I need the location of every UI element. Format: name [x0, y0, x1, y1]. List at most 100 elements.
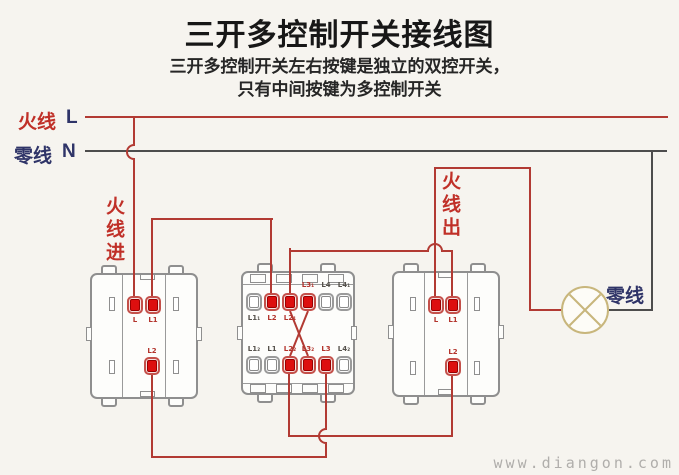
right-switch-body — [392, 271, 500, 397]
module-notch — [140, 391, 155, 397]
screw-slot — [173, 360, 179, 374]
wire-mid-sw3-h1 — [289, 250, 427, 252]
live-bus-wire — [85, 116, 668, 118]
screw-slot — [410, 361, 416, 375]
side-notch — [237, 326, 243, 340]
module-notch — [250, 384, 266, 393]
terminal-label: L3₁ — [301, 281, 315, 289]
left-switch-body — [90, 273, 198, 399]
live-out-label: 火线出 — [439, 171, 460, 240]
wire-sw1L2-v — [151, 370, 153, 458]
wire-sw1L1-mid-h — [151, 218, 273, 220]
side-notch — [196, 327, 202, 341]
terminal-label: L4₁ — [337, 281, 351, 289]
screw-slot — [474, 361, 480, 375]
screw-slot — [109, 297, 115, 311]
terminal-label: L1₂ — [247, 345, 261, 353]
screw-slot — [173, 297, 179, 311]
neutral-wire-label: 零线 — [14, 146, 53, 167]
terminal — [264, 356, 280, 374]
wire-live-drop-upper — [133, 116, 135, 144]
terminal-label: L2₁ — [283, 314, 297, 322]
wire-midT3-v — [289, 248, 291, 305]
neutral-bus-wire — [85, 150, 667, 152]
module-notch — [140, 274, 155, 280]
page-title: 三开多控制开关接线图 — [184, 19, 495, 52]
terminal — [246, 356, 262, 374]
terminal-label: L2 — [267, 314, 277, 322]
terminal-label: L1₁ — [247, 314, 261, 322]
wire-mid-sw3-h2 — [443, 250, 453, 252]
side-notch — [86, 327, 92, 341]
screw-slot — [410, 297, 416, 311]
live-wire-letter: L — [66, 107, 78, 128]
module-edge — [243, 383, 353, 384]
terminal-label: L3₂ — [301, 345, 315, 353]
wire-sw3L2-v — [451, 370, 453, 437]
module-notch — [328, 274, 344, 283]
live-in-label: 火线进 — [103, 196, 124, 265]
lamp-neutral-label: 零线 — [606, 286, 645, 307]
terminal-label: L1 — [148, 316, 158, 324]
terminal-L — [428, 296, 444, 314]
subtitle-line1: 三开多控制开关左右按键是独立的双控开关， — [169, 57, 510, 76]
terminal-label: L2₂ — [283, 345, 297, 353]
wire-lamp-left — [529, 309, 562, 311]
wire-lamp-right — [609, 309, 652, 311]
watermark: www.diangon.com — [493, 454, 674, 472]
module-edge — [122, 275, 123, 397]
terminal-label: L1 — [267, 345, 277, 353]
screw-slot — [474, 297, 480, 311]
terminal — [336, 356, 352, 374]
wire-liveout-up — [434, 167, 436, 305]
module-edge — [243, 284, 353, 285]
terminal — [300, 356, 316, 374]
module-edge — [165, 275, 166, 397]
wire-neutral-drop — [651, 150, 653, 311]
wire-sw1L1-v — [151, 218, 153, 305]
terminal-L1 — [145, 296, 161, 314]
terminal-label: L2 — [147, 347, 157, 355]
wire-liveout-h — [434, 167, 531, 169]
side-notch — [498, 325, 504, 339]
terminal-L2 — [445, 358, 461, 376]
module-edge — [424, 273, 425, 395]
terminal-label: L3 — [321, 345, 331, 353]
terminal — [264, 293, 280, 311]
terminal — [318, 356, 334, 374]
module-edge — [467, 273, 468, 395]
terminal-L — [127, 296, 143, 314]
wire-midL3-v-lower — [325, 444, 327, 457]
wire-sw3L1-v — [451, 250, 453, 305]
terminal-label: L — [433, 316, 439, 324]
lamp-cross-icon — [568, 293, 602, 327]
wire-midT2-v — [270, 218, 272, 305]
module-notch — [250, 274, 266, 283]
wire-liveout-down — [529, 167, 531, 311]
terminal-label: L1 — [448, 316, 458, 324]
subtitle-line2: 只有中间按键为多控制开关 — [237, 80, 442, 99]
module-notch — [276, 274, 292, 283]
lamp-icon — [561, 286, 609, 334]
wire-midL22-v — [288, 370, 290, 437]
wire-bottom-h1 — [288, 435, 453, 437]
terminal — [318, 293, 334, 311]
terminal — [246, 293, 262, 311]
neutral-wire-letter: N — [62, 141, 76, 162]
terminal-label: L4 — [321, 281, 331, 289]
wire-live-drop-lower — [133, 160, 135, 305]
terminal — [336, 293, 352, 311]
terminal-label: L4₂ — [337, 345, 351, 353]
module-notch — [276, 384, 292, 393]
terminal — [282, 293, 298, 311]
module-notch — [302, 384, 318, 393]
crossover-wires — [289, 311, 309, 356]
side-notch — [351, 326, 357, 340]
screw-slot — [109, 360, 115, 374]
terminal — [282, 356, 298, 374]
terminal-label: L2 — [448, 348, 458, 356]
terminal-L1 — [445, 296, 461, 314]
wire-bottom-h2 — [151, 456, 327, 458]
module-notch — [328, 384, 344, 393]
